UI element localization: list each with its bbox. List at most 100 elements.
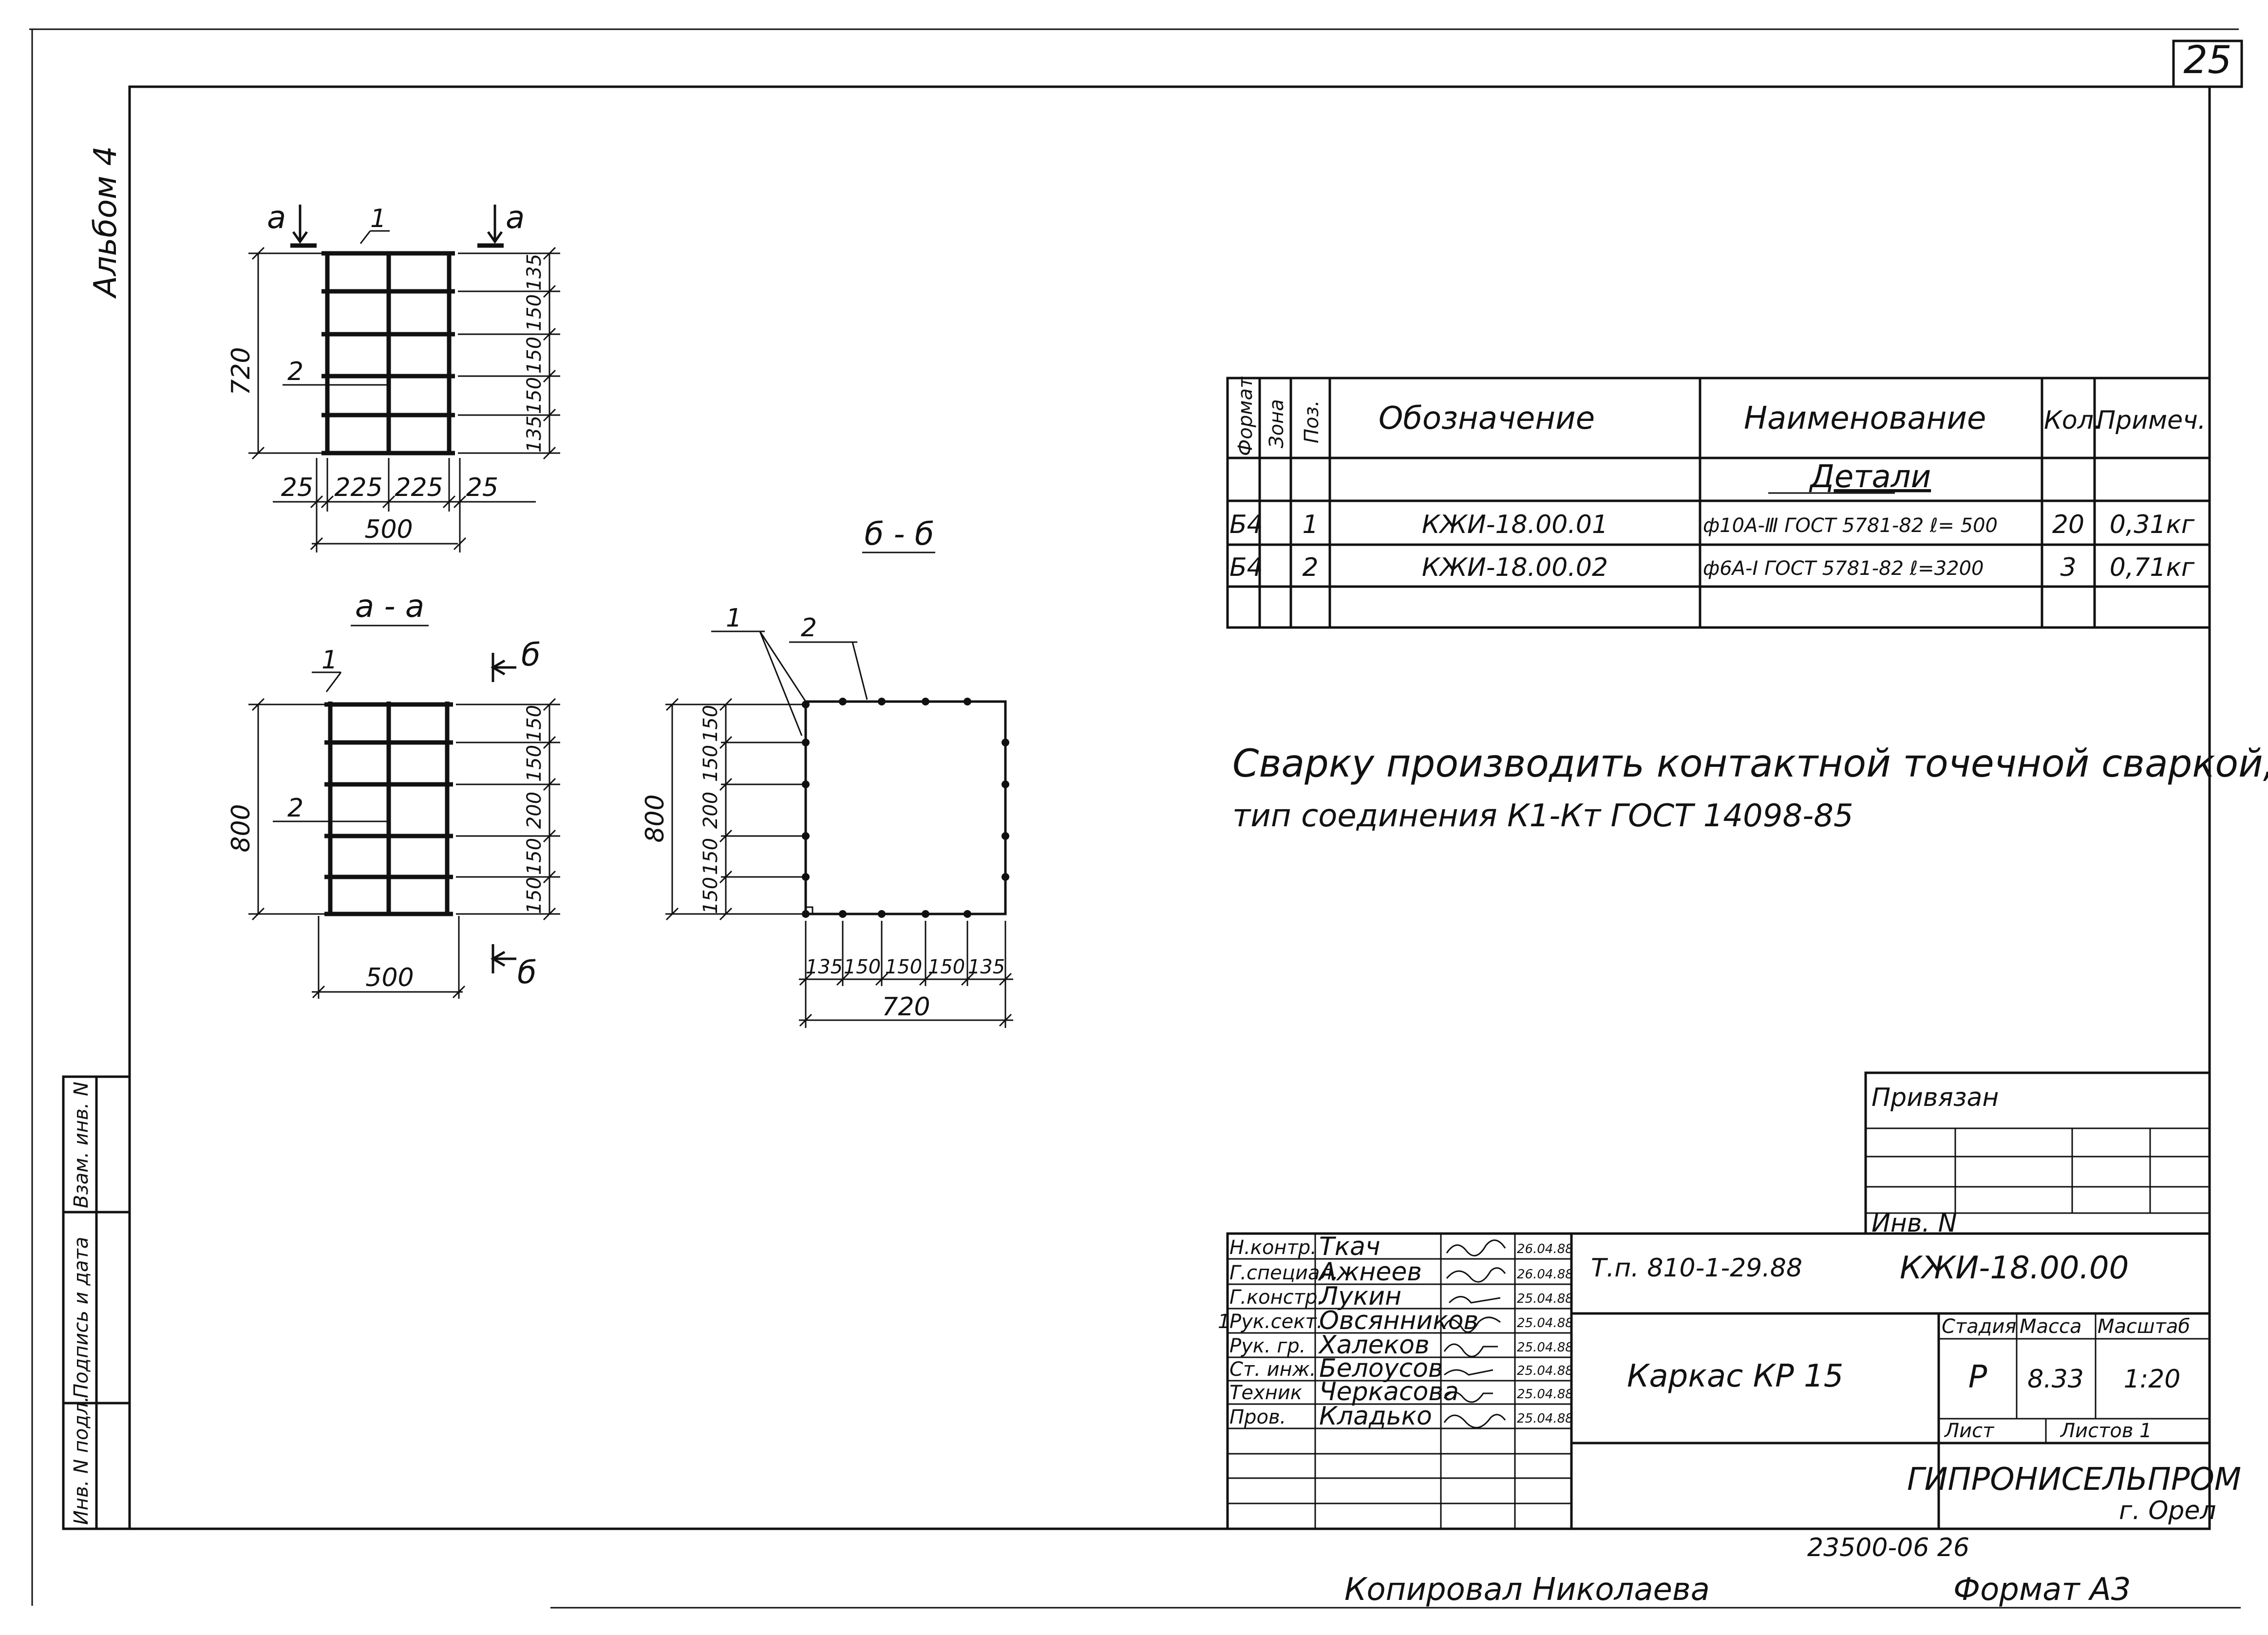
attachment-block: Привязан Инв. N [1864, 1071, 2211, 1238]
stage-header: Стадия [1942, 1315, 2016, 1338]
spec-header-note: Примеч. [2097, 406, 2206, 435]
sheets-label: Листов 1 [2060, 1420, 2152, 1442]
spec-header-qty: Кол. [2044, 406, 2102, 435]
staff-date-4: 25.04.88 [1517, 1316, 1573, 1331]
section-aa-right-dim-4: 150 [523, 838, 546, 875]
project-code: Т.п. 810-1-29.88 [1591, 1254, 1802, 1283]
staff-role-4: Рук.сект. [1229, 1311, 1323, 1333]
section-bb-left-dim-3: 200 [699, 792, 722, 829]
top-view-pos-1: 1 [370, 204, 386, 233]
mass-value: 8.33 [2027, 1365, 2084, 1394]
section-aa-title: а - а [355, 589, 424, 625]
spec-header-zone: Зона [1266, 399, 1288, 448]
spec-row-1-format: Б4 [1229, 510, 1263, 539]
spec-row-2-format: Б4 [1229, 553, 1263, 582]
welding-note-line-1: Сварку производить контактной точечной с… [1232, 742, 2268, 786]
top-view-height-total: 720 [227, 347, 256, 395]
format-label: Формат А3 [1953, 1572, 2131, 1608]
staff-date-2: 26.04.88 [1517, 1267, 1573, 1282]
archive-number: 23500-06 26 [1807, 1533, 1969, 1562]
top-view: а а 1 2 720 135 150 150 150 135 [227, 200, 560, 552]
staff-role-8: Пров. [1229, 1406, 1286, 1428]
organization-city: г. Орел [2119, 1496, 2216, 1525]
section-aa-right-dim-5: 150 [523, 877, 546, 914]
spec-row-2-qty: 3 [2060, 553, 2076, 582]
staff-date-7: 25.04.88 [1517, 1387, 1573, 1402]
attached-label: Привязан [1871, 1083, 1999, 1112]
spec-row-2-designation: КЖИ-18.00.02 [1422, 553, 1608, 582]
spec-header-format: Формат [1234, 376, 1257, 456]
scale-value: 1:20 [2124, 1365, 2181, 1394]
side-stamp: Инв. N подл. Подпись и дата Взам. инв. N [62, 1075, 131, 1530]
staff-name-2: Ажнеев [1318, 1257, 1422, 1287]
welding-note-line-2: тип соединения К1-Кт ГОСТ 14098-85 [1232, 798, 1853, 834]
section-bb-bottom-dim-4: 150 [928, 956, 965, 978]
organization: ГИПРОНИСЕЛЬПРОМ [1907, 1462, 2241, 1498]
spec-row-1-designation: КЖИ-18.00.01 [1422, 510, 1608, 539]
staff-role-3: Г.констр. [1229, 1286, 1323, 1309]
staff-date-5: 25.04.88 [1517, 1340, 1573, 1355]
section-bb-left-dim-2: 150 [699, 745, 722, 782]
spec-table: Формат Зона Поз. Обозначение Наименовани… [1226, 376, 2211, 629]
staff-name-4: Овсянников [1319, 1306, 1478, 1335]
page-number-box [2172, 39, 2243, 88]
staff-name-5: Халеков [1318, 1331, 1430, 1360]
section-aa-right-dim-1: 150 [523, 705, 546, 742]
spec-row-2-note: 0,71кг [2110, 553, 2195, 582]
section-aa-view: а - а 1 2 б б 800 [227, 589, 560, 999]
top-view-mark-right: а [506, 200, 525, 236]
section-aa-cut-mark-bottom: б [517, 955, 536, 991]
top-view-width-total: 500 [364, 515, 413, 544]
side-stamp-inv: Инв. N подл. [70, 1396, 93, 1525]
section-bb-bottom-dim-5: 135 [968, 956, 1005, 978]
mass-header: Масса [2020, 1315, 2082, 1338]
staff-role-2: Г.специал. [1229, 1262, 1339, 1284]
side-stamp-replace: Взам. инв. N [70, 1082, 93, 1208]
section-aa-right-dim-2: 150 [523, 745, 546, 782]
spec-header-pos: Поз. [1301, 400, 1323, 443]
revision-mark: 1 [1218, 1311, 1230, 1333]
top-view-bottom-dim-1: 25 [281, 473, 313, 502]
page-number: 25 [2183, 38, 2231, 82]
drawing-frame [128, 85, 2211, 1530]
top-view-right-dim-1: 135 [523, 254, 546, 291]
stage-value: Р [1968, 1359, 1987, 1395]
spec-row-2-name: ф6А-Ⅰ ГОСТ 5781-82 ℓ=3200 [1703, 557, 1984, 580]
section-bb-pos-1: 1 [726, 604, 742, 633]
staff-name-8: Кладько [1319, 1402, 1432, 1431]
spec-section-title: Детали [1809, 459, 1931, 495]
section-aa-pos-1: 1 [321, 646, 338, 675]
top-view-mark-left: а [267, 200, 286, 236]
staff-date-6: 25.04.88 [1517, 1364, 1573, 1378]
section-bb-left-dim-1: 150 [699, 705, 722, 742]
top-view-right-dim-5: 135 [523, 416, 546, 453]
section-bb-bottom-dim-3: 150 [885, 956, 922, 978]
section-aa-right-dim-3: 200 [523, 792, 546, 829]
signature-marks [1443, 1239, 1506, 1428]
staff-role-5: Рук. гр. [1229, 1335, 1306, 1357]
product-name: Каркас КР 15 [1627, 1358, 1844, 1394]
section-bb-height-total: 800 [641, 794, 670, 842]
section-bb-left-dim-5: 150 [699, 877, 722, 914]
top-view-right-dim-3: 150 [523, 337, 546, 374]
spec-header-designation: Обозначение [1379, 400, 1595, 437]
copied-by: Копировал Николаева [1344, 1572, 1710, 1608]
staff-date-1: 26.04.88 [1517, 1242, 1573, 1256]
album-label: Альбом 4 [88, 146, 124, 299]
spec-row-1-name: ф10А-Ⅲ ГОСТ 5781-82 ℓ= 500 [1703, 514, 1998, 537]
section-bb-left-dim-4: 150 [699, 838, 722, 875]
section-bb-bottom-dim-2: 150 [844, 956, 881, 978]
top-view-right-dim-4: 150 [523, 377, 546, 414]
scale-header: Масштаб [2098, 1315, 2190, 1338]
sheet-label: Лист [1944, 1420, 1995, 1442]
spec-row-1-qty: 20 [2052, 510, 2084, 539]
doc-code: КЖИ-18.00.00 [1900, 1250, 2129, 1286]
section-bb-width-total: 720 [882, 992, 930, 1022]
spec-row-1-note: 0,31кг [2110, 510, 2195, 539]
spec-row-2-pos: 2 [1302, 553, 1318, 582]
section-bb-title: б - б [865, 516, 934, 552]
top-view-pos-2: 2 [287, 357, 303, 386]
section-aa-height-total: 800 [227, 804, 256, 852]
spec-row-1-pos: 1 [1302, 510, 1318, 539]
side-stamp-sign: Подпись и дата [70, 1237, 93, 1398]
